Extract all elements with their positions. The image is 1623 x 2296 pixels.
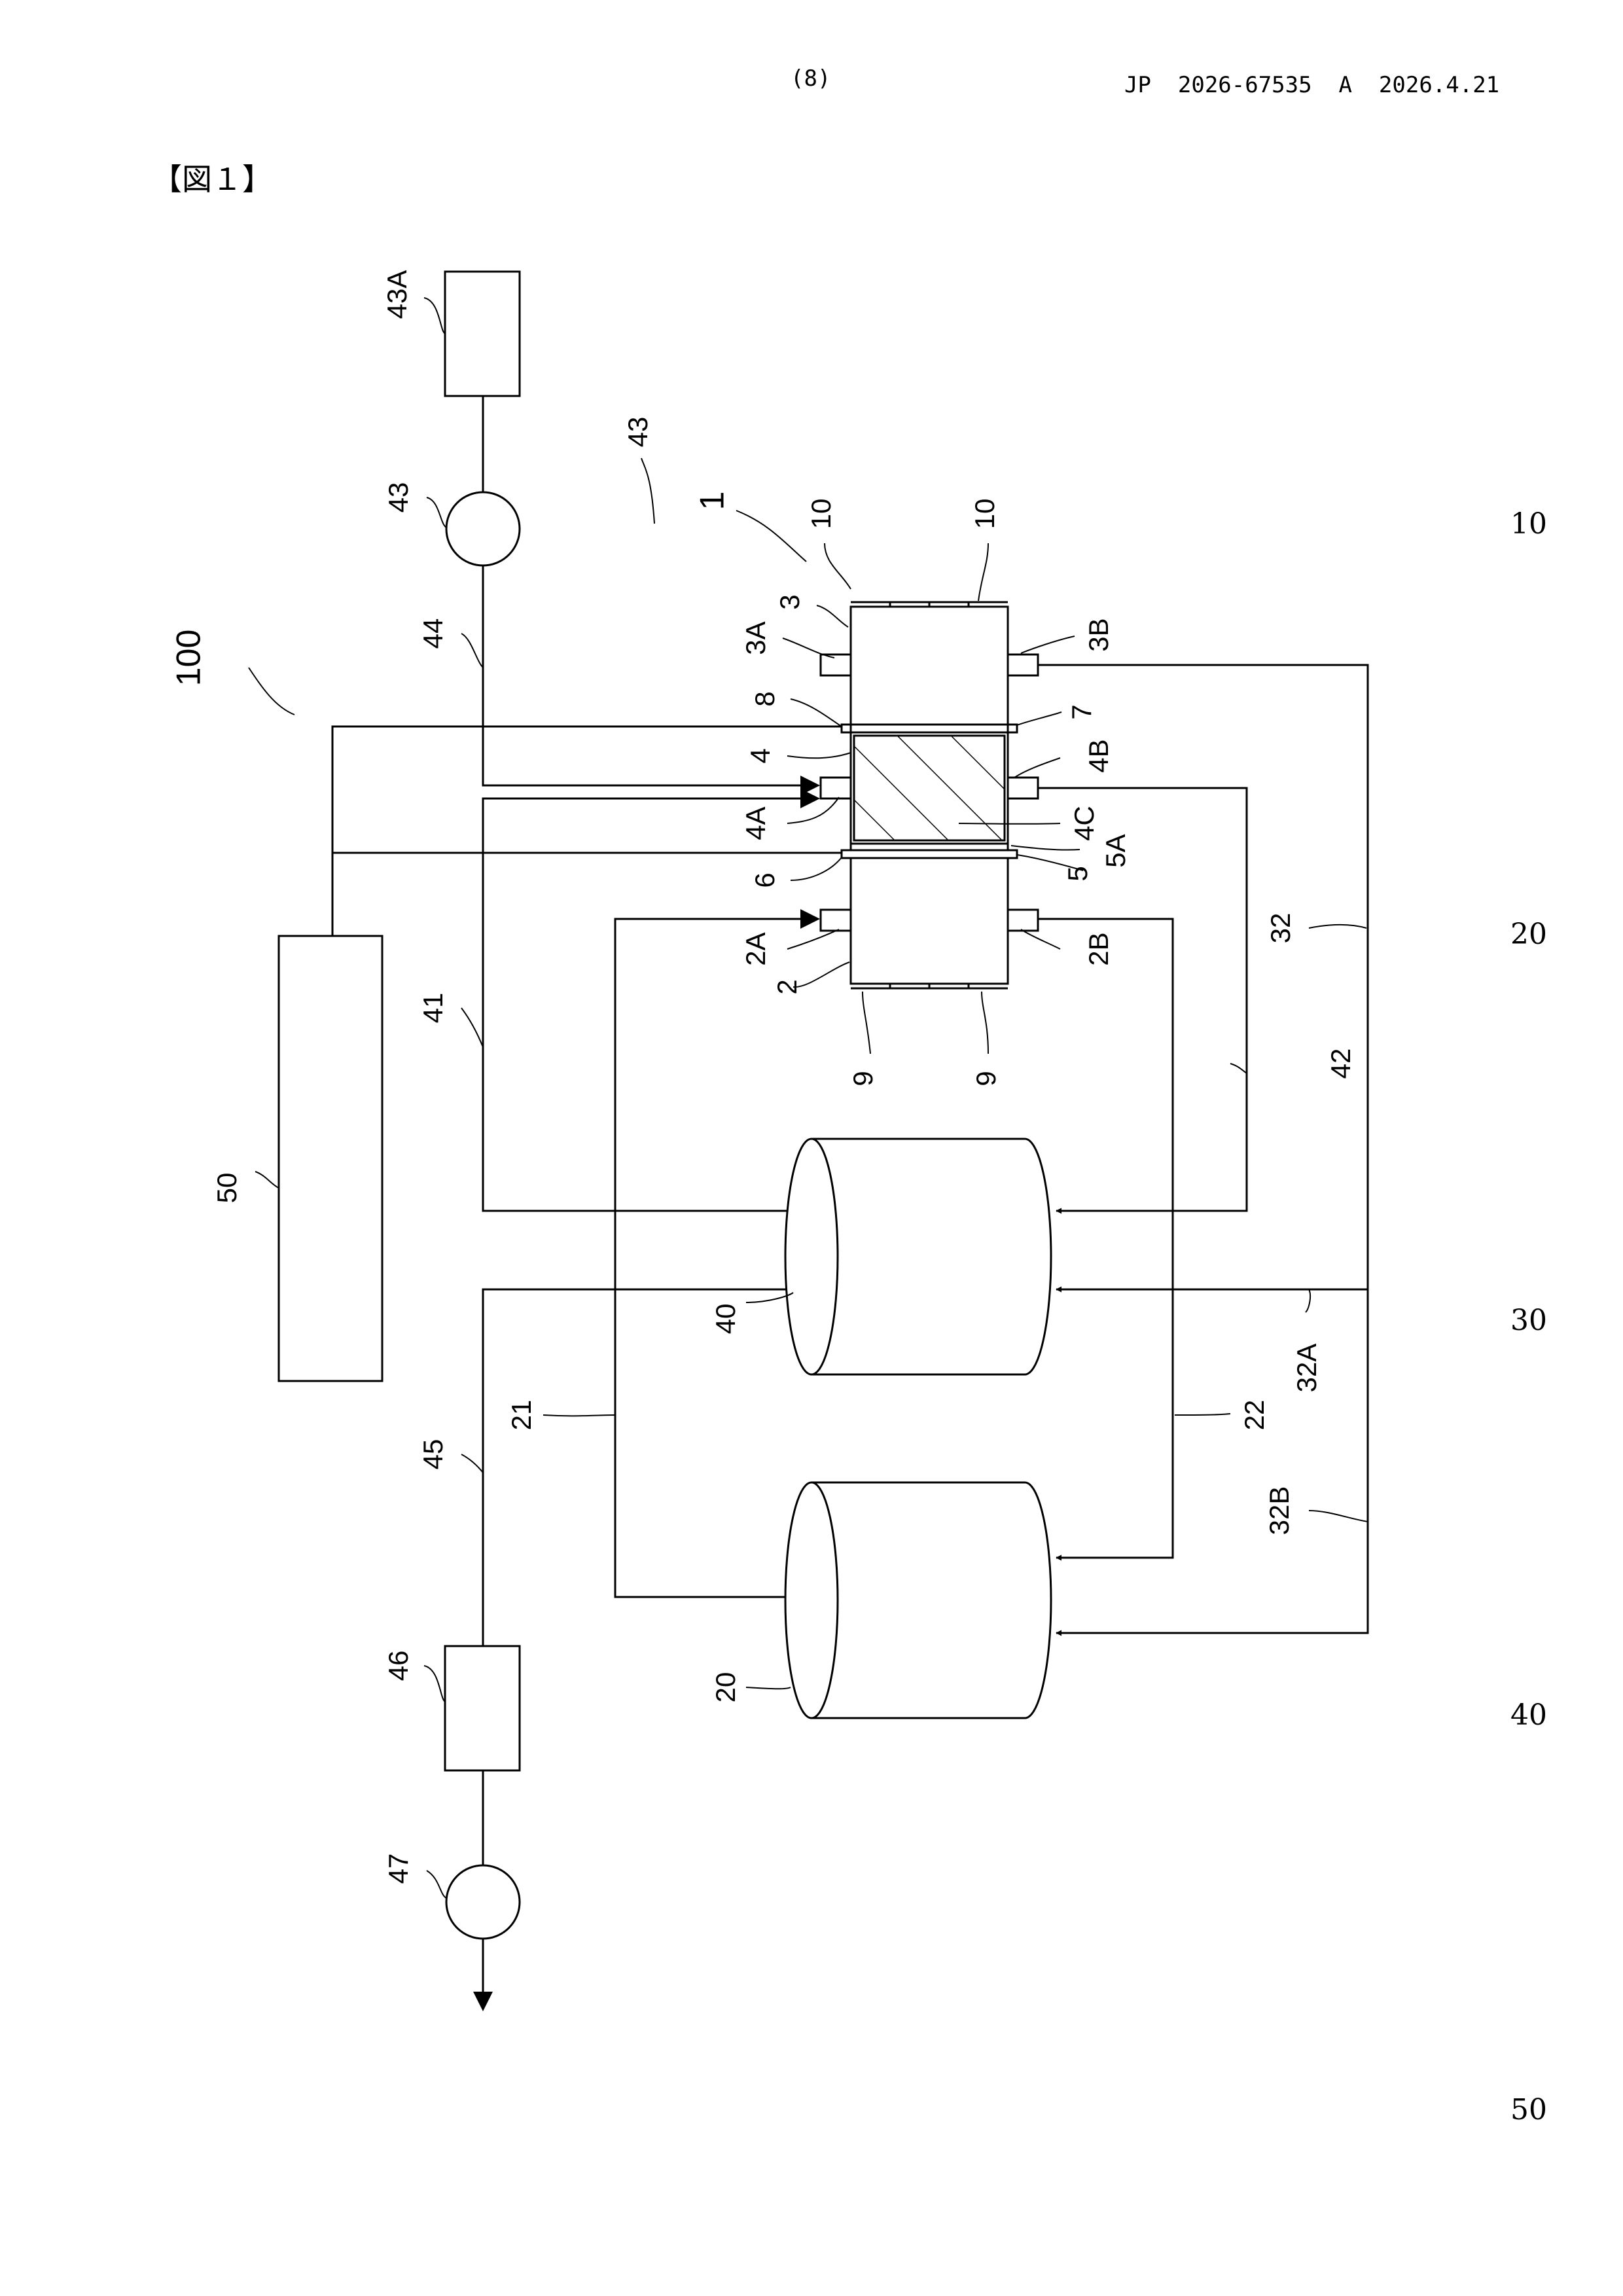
label-3A: 3A	[740, 621, 771, 655]
label-32: 32	[1265, 913, 1296, 944]
box-46	[445, 1646, 520, 1770]
label-4C: 4C	[1069, 806, 1099, 841]
membrane-6	[842, 850, 1017, 858]
line-42	[1038, 788, 1247, 1211]
label-46: 46	[383, 1651, 414, 1681]
label-22: 22	[1239, 1400, 1270, 1431]
line-22	[1038, 919, 1173, 1558]
port-2B	[1008, 910, 1038, 931]
label-system-100: 100	[170, 630, 208, 687]
label-8: 8	[749, 691, 780, 706]
tank-20	[785, 1482, 1051, 1718]
label-45: 45	[418, 1439, 448, 1470]
label-21: 21	[506, 1400, 537, 1431]
label-7: 7	[1066, 704, 1097, 719]
label-6: 6	[749, 872, 780, 888]
tank-40	[785, 1139, 1051, 1374]
label-2A: 2A	[740, 932, 771, 965]
label-43: 43	[383, 482, 414, 513]
label-4: 4	[745, 748, 776, 763]
label-42: 42	[1325, 1049, 1356, 1079]
label-43-region: 43	[622, 417, 653, 448]
label-3B: 3B	[1083, 618, 1114, 651]
label-50: 50	[211, 1173, 242, 1204]
cell-3	[851, 607, 1008, 732]
label-40: 40	[710, 1304, 741, 1335]
box-43A	[445, 272, 520, 396]
controller-50	[279, 936, 382, 1381]
line-45	[483, 1289, 789, 1646]
membrane-7	[842, 725, 1017, 732]
label-10-right: 10	[969, 499, 1000, 529]
label-10-left: 10	[806, 499, 836, 529]
pump-47	[446, 1865, 520, 1939]
pump-43	[446, 492, 520, 565]
label-20: 20	[710, 1672, 741, 1703]
port-3A	[821, 655, 851, 675]
label-4A: 4A	[740, 806, 771, 840]
line-41	[483, 798, 818, 1211]
label-4B: 4B	[1083, 739, 1114, 772]
port-4B	[1008, 778, 1038, 798]
label-2B: 2B	[1083, 932, 1114, 965]
port-3B	[1008, 655, 1038, 675]
port-2A	[821, 910, 851, 931]
label-9-left: 9	[847, 1071, 878, 1086]
label-device-1: 1	[694, 492, 732, 511]
cell-2	[851, 858, 1008, 984]
label-32B: 32B	[1264, 1486, 1294, 1535]
label-41: 41	[418, 993, 448, 1024]
label-5A: 5A	[1100, 834, 1131, 867]
label-5: 5	[1062, 866, 1093, 881]
port-4A	[821, 778, 851, 798]
label-47: 47	[383, 1854, 414, 1884]
label-43A: 43A	[382, 270, 412, 319]
label-32A: 32A	[1291, 1344, 1322, 1393]
label-2: 2	[772, 979, 802, 994]
hatched-layer-4C	[854, 736, 1005, 840]
label-44: 44	[418, 619, 448, 649]
label-9-right: 9	[971, 1071, 1001, 1086]
label-3: 3	[774, 594, 805, 609]
